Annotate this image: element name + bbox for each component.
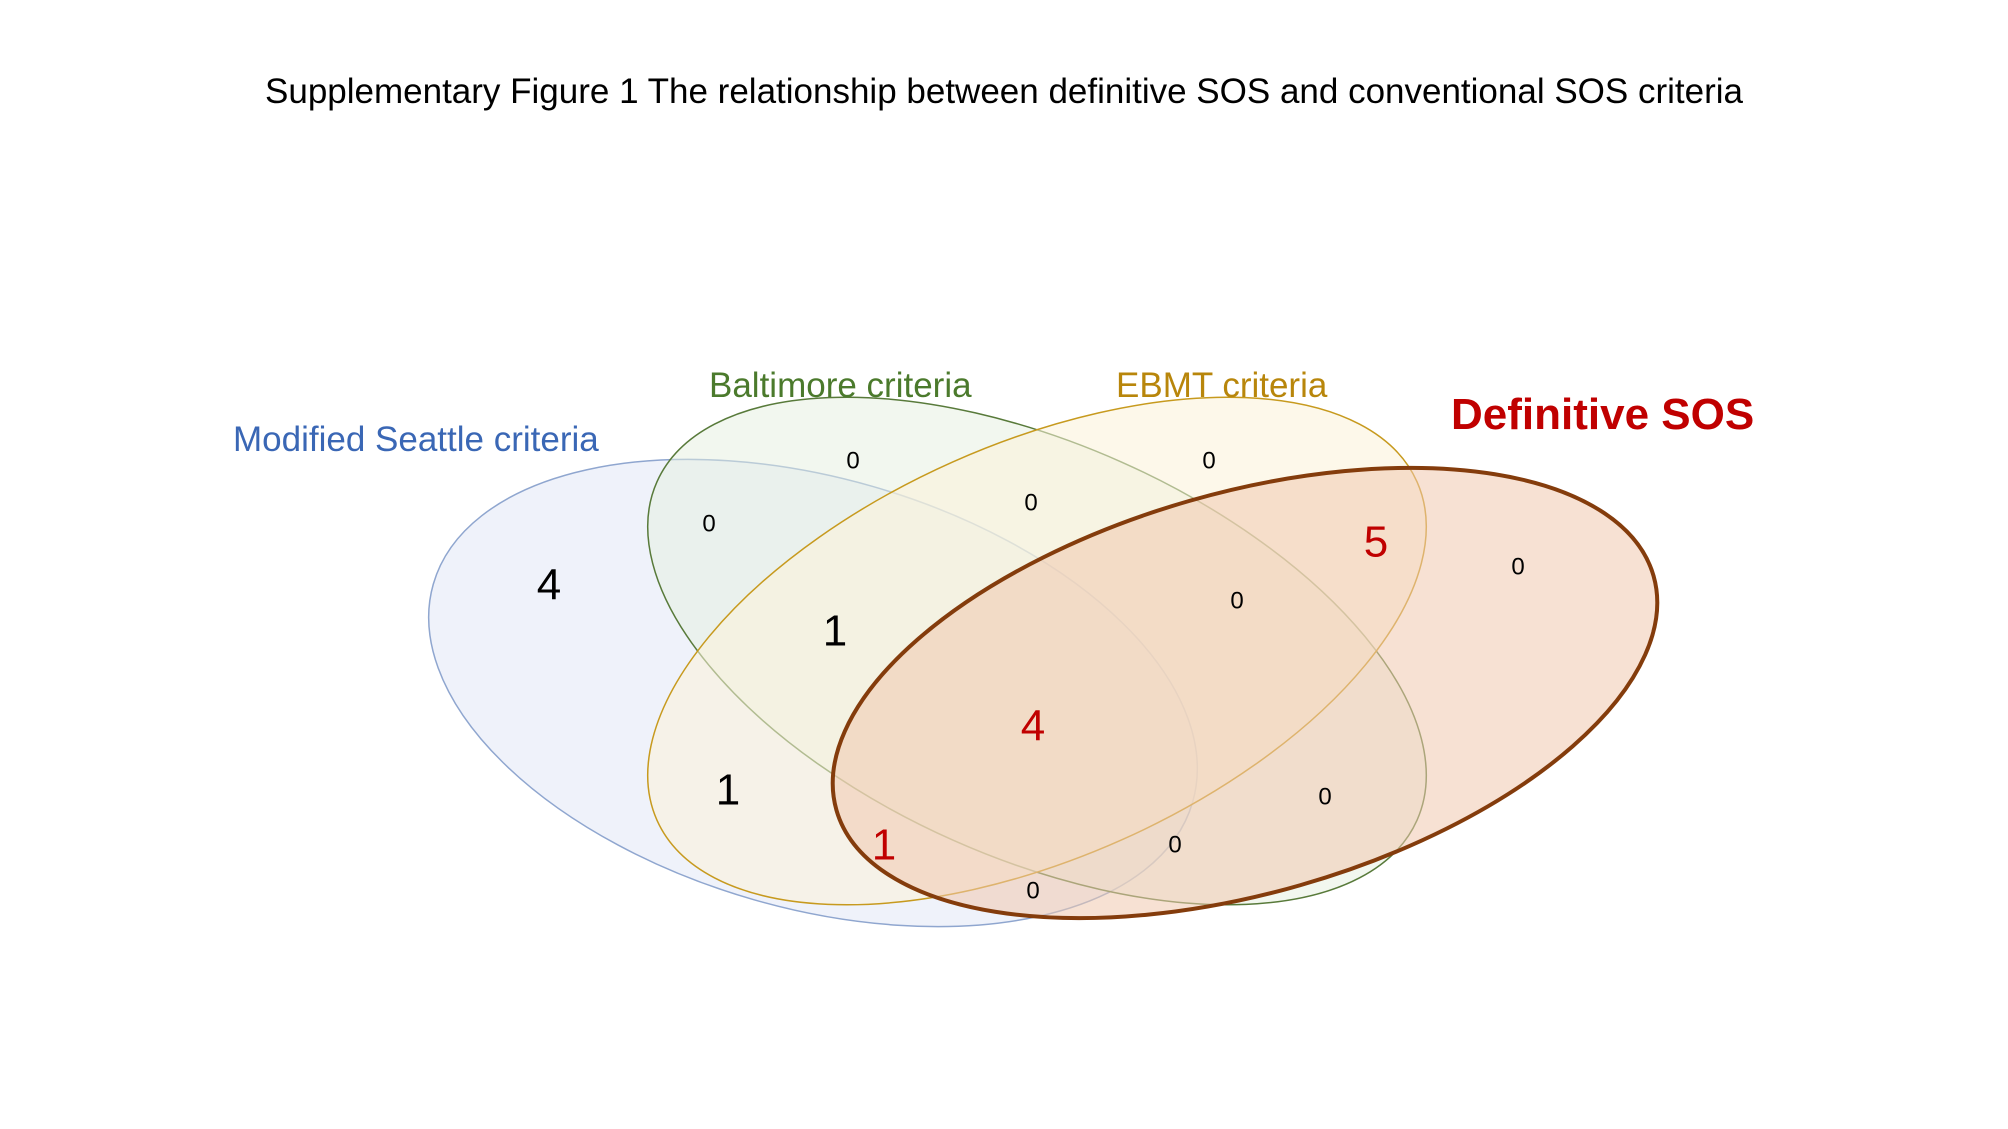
count-seattle-ebmt: 1 bbox=[716, 766, 740, 815]
count-seattle-definitive: 0 bbox=[1026, 878, 1039, 905]
count-ebmt-definitive: 5 bbox=[1364, 518, 1388, 567]
seattle-set-label: Modified Seattle criteria bbox=[233, 420, 599, 459]
figure-title: Supplementary Figure 1 The relationship … bbox=[265, 72, 1743, 111]
count-definitive-only: 0 bbox=[1511, 554, 1524, 581]
count-seattle-baltimore: 0 bbox=[702, 511, 715, 538]
count-seattle-ebmt-definitive: 1 bbox=[872, 821, 896, 870]
baltimore-set-label: Baltimore criteria bbox=[709, 366, 972, 405]
definitive-set-ellipse bbox=[830, 465, 1660, 921]
count-seattle-baltimore-definitive: 0 bbox=[1168, 832, 1181, 859]
count-baltimore-definitive: 0 bbox=[1318, 784, 1331, 811]
count-seattle-baltimore-ebmt: 1 bbox=[823, 607, 847, 656]
count-baltimore-only: 0 bbox=[846, 448, 859, 475]
definitive-set-label: Definitive SOS bbox=[1451, 390, 1754, 439]
count-seattle-only: 4 bbox=[537, 561, 561, 610]
count-baltimore-ebmt: 0 bbox=[1024, 490, 1037, 517]
count-ebmt-only: 0 bbox=[1202, 448, 1215, 475]
count-baltimore-ebmt-definitive: 0 bbox=[1230, 588, 1243, 615]
ebmt-set-label: EBMT criteria bbox=[1116, 366, 1328, 405]
count-all-four: 4 bbox=[1021, 702, 1045, 751]
